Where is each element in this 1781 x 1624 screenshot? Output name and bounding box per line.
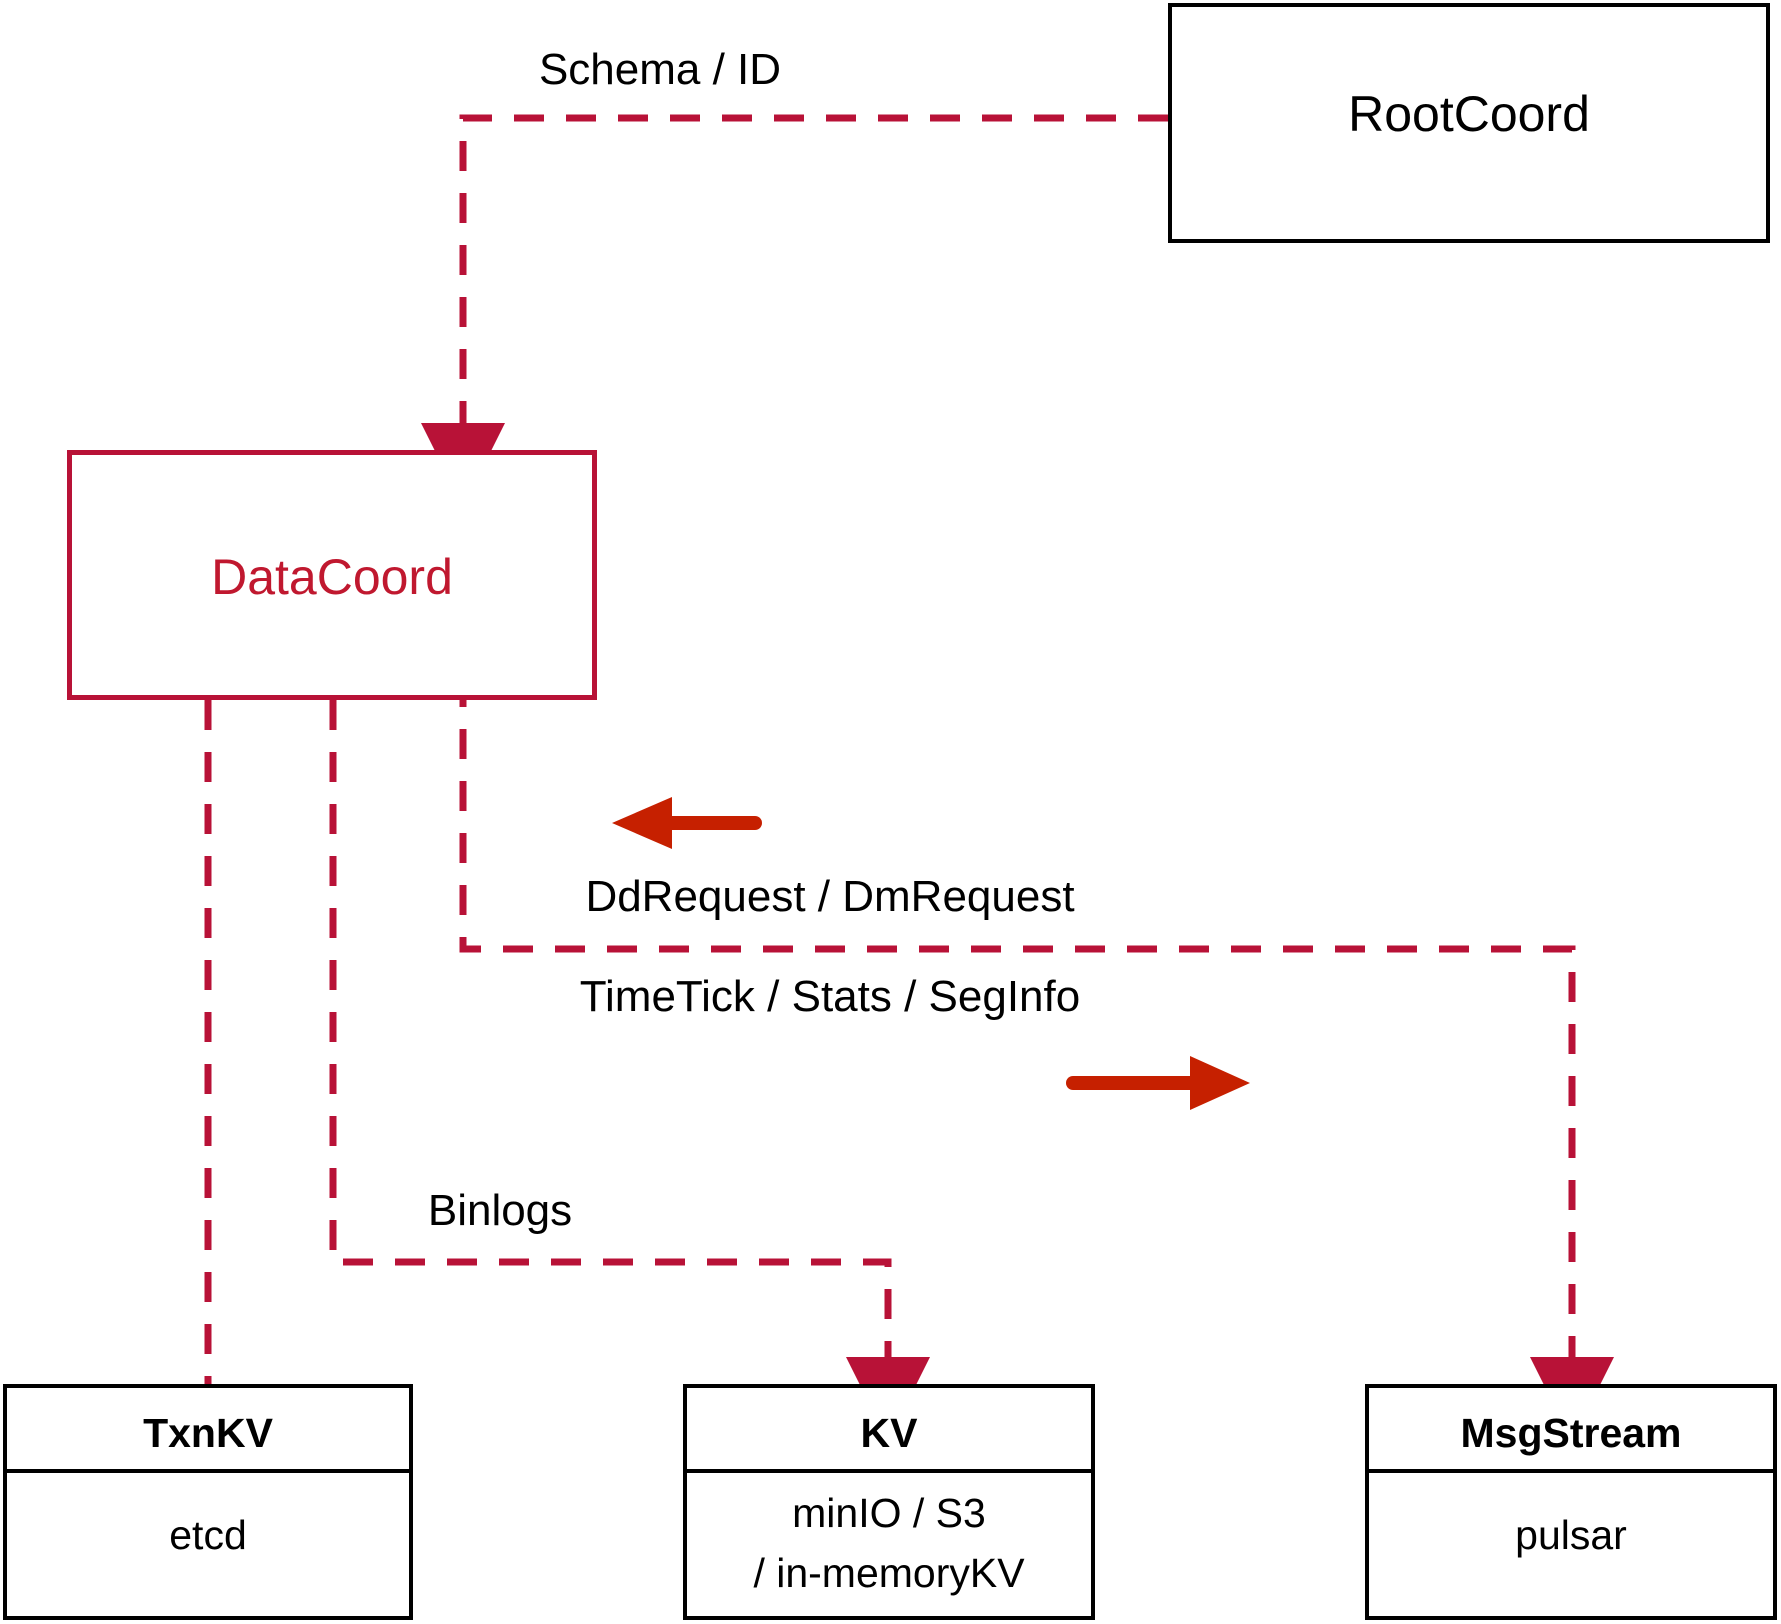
node-kv-subtitle-line-2: / in-memoryKV (753, 1550, 1025, 1596)
node-rootcoord[interactable]: RootCoord (1168, 3, 1770, 243)
node-datacoord[interactable]: DataCoord (67, 450, 597, 700)
node-kv-subtitle-line-1: minIO / S3 (792, 1490, 986, 1536)
edge-label-schema-id: Schema / ID (538, 45, 782, 94)
node-msgstream-subtitle: pulsar (1515, 1512, 1627, 1558)
node-msgstream-divider (1369, 1469, 1773, 1473)
node-txnkv[interactable]: TxnKV etcd (3, 1384, 413, 1620)
edge-label-timetick-stats-seginfo: TimeTick / Stats / SegInfo (579, 972, 1081, 1021)
edge-label-binlogs: Binlogs (427, 1186, 573, 1235)
node-txnkv-title: TxnKV (143, 1410, 273, 1456)
node-rootcoord-title: RootCoord (1348, 86, 1590, 142)
node-msgstream[interactable]: MsgStream pulsar (1365, 1384, 1777, 1620)
node-kv[interactable]: KV minIO / S3 / in-memoryKV (683, 1384, 1095, 1620)
node-datacoord-title: DataCoord (211, 549, 453, 605)
edge-schema-id (421, 114, 1168, 507)
node-txnkv-subtitle: etcd (169, 1512, 247, 1558)
edge-binlogs (329, 700, 930, 1441)
direction-arrow-left (612, 797, 762, 849)
node-kv-title: KV (860, 1410, 918, 1456)
node-txnkv-divider (7, 1469, 409, 1473)
direction-arrow-right (1066, 1056, 1250, 1110)
node-kv-divider (687, 1469, 1091, 1473)
edge-label-dd-dm-request: DdRequest / DmRequest (585, 872, 1075, 921)
node-msgstream-title: MsgStream (1460, 1410, 1682, 1456)
